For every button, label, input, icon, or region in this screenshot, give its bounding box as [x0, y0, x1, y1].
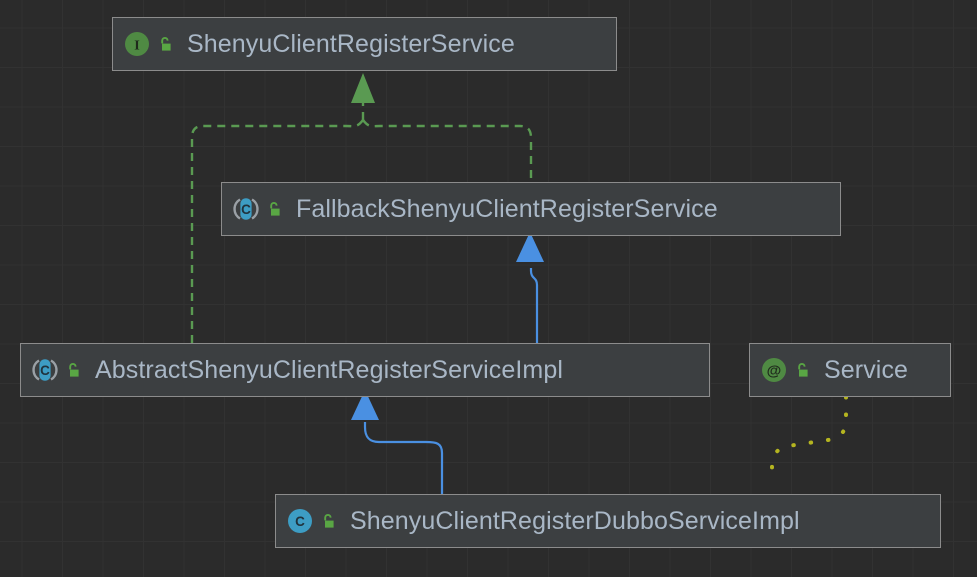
svg-text:C: C — [241, 202, 251, 217]
svg-text:I: I — [134, 39, 139, 54]
public-unlocked-icon — [787, 362, 811, 379]
edge-dubboimpl-extends-abstractimpl-group — [351, 390, 444, 494]
abstract-class-icon: C — [233, 196, 259, 222]
extends-arrowhead-fallback — [516, 232, 544, 262]
node-shenyu-client-register-service[interactable]: I ShenyuClientRegisterService — [112, 17, 617, 71]
node-label: AbstractShenyuClientRegisterServiceImpl — [95, 355, 563, 384]
node-label: ShenyuClientRegisterService — [187, 29, 515, 58]
svg-text:C: C — [295, 514, 305, 529]
node-shenyu-client-register-dubbo-service-impl[interactable]: C ShenyuClientRegisterDubboServiceImpl — [275, 494, 941, 548]
public-unlocked-icon — [313, 513, 337, 530]
node-label: FallbackShenyuClientRegisterService — [296, 194, 718, 223]
edge-dubboimpl-extends-abstractimpl-line — [363, 422, 444, 494]
node-label: Service — [824, 355, 909, 384]
edge-dubboimpl-annotated-service-line — [770, 395, 848, 486]
implements-arrowhead — [351, 73, 375, 103]
interface-icon: I — [124, 31, 150, 57]
node-fallback-shenyu-client-register-service[interactable]: C FallbackShenyuClientRegisterService — [221, 182, 841, 236]
edge-dubboimpl-annotated-service-group — [770, 395, 848, 486]
public-unlocked-icon — [150, 36, 174, 53]
node-abstract-shenyu-client-register-service-impl[interactable]: C AbstractShenyuClientRegisterServiceImp… — [20, 343, 710, 397]
node-label: ShenyuClientRegisterDubboServiceImpl — [350, 506, 800, 535]
public-unlocked-icon — [58, 362, 82, 379]
annotation-icon: @ — [761, 357, 787, 383]
edge-abstractimpl-extends-fallback-group — [516, 232, 544, 343]
svg-text:@: @ — [767, 363, 782, 380]
class-icon: C — [287, 508, 313, 534]
svg-text:C: C — [40, 363, 50, 378]
edge-abstractimpl-extends-fallback-line — [529, 268, 539, 343]
abstract-class-icon: C — [32, 357, 58, 383]
node-service[interactable]: @ Service — [749, 343, 951, 397]
edge-fallback-implements-branch — [362, 119, 533, 182]
public-unlocked-icon — [259, 201, 283, 218]
